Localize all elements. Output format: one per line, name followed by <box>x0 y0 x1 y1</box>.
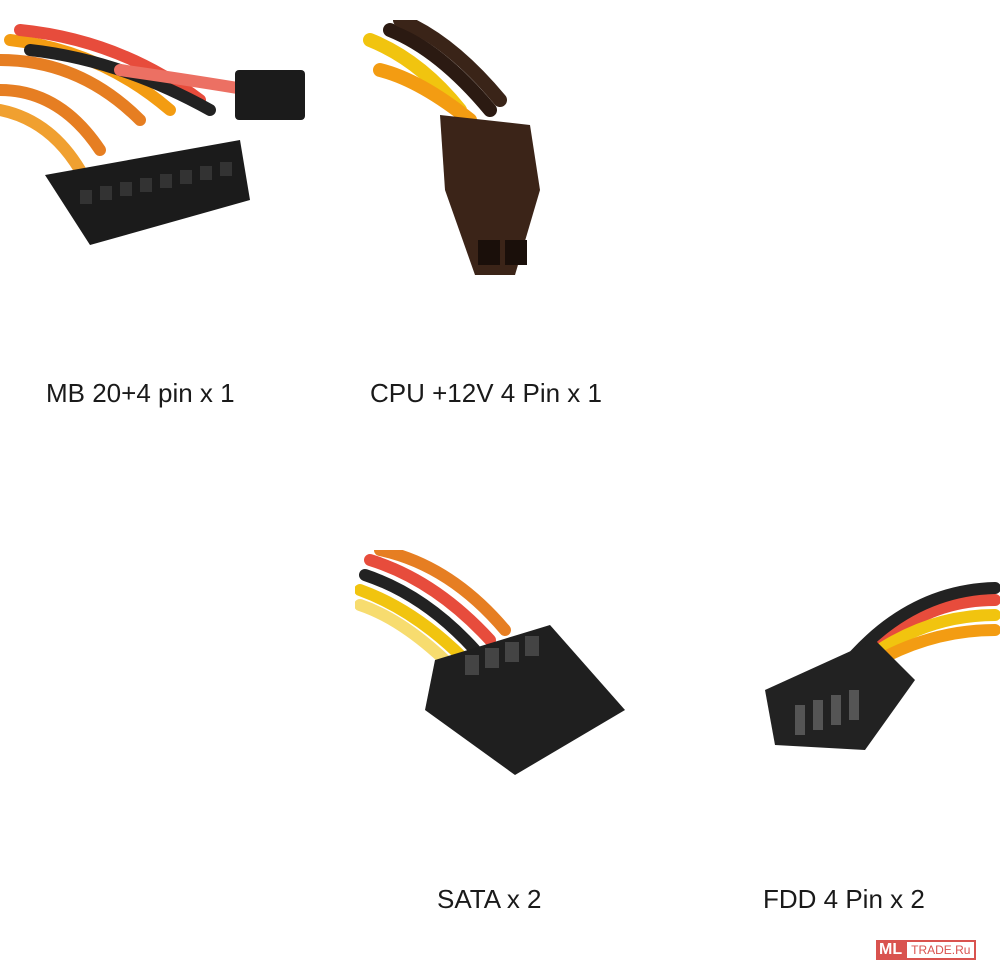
fdd-connector-image <box>765 582 1000 750</box>
cpu-connector-image <box>363 20 540 275</box>
watermark-suffix: TRADE.Ru <box>905 940 977 960</box>
watermark-logo: ML TRADE.Ru <box>876 940 977 960</box>
mb-connector-label: MB 20+4 pin x 1 <box>46 378 235 408</box>
sata-connector-image <box>355 550 625 775</box>
cpu-connector-label: CPU +12V 4 Pin x 1 <box>370 378 602 408</box>
sata-connector-label: SATA x 2 <box>437 884 542 914</box>
mb-connector-image <box>0 24 305 245</box>
fdd-connector-label: FDD 4 Pin x 2 <box>763 884 925 914</box>
watermark-brand: ML <box>876 940 906 960</box>
